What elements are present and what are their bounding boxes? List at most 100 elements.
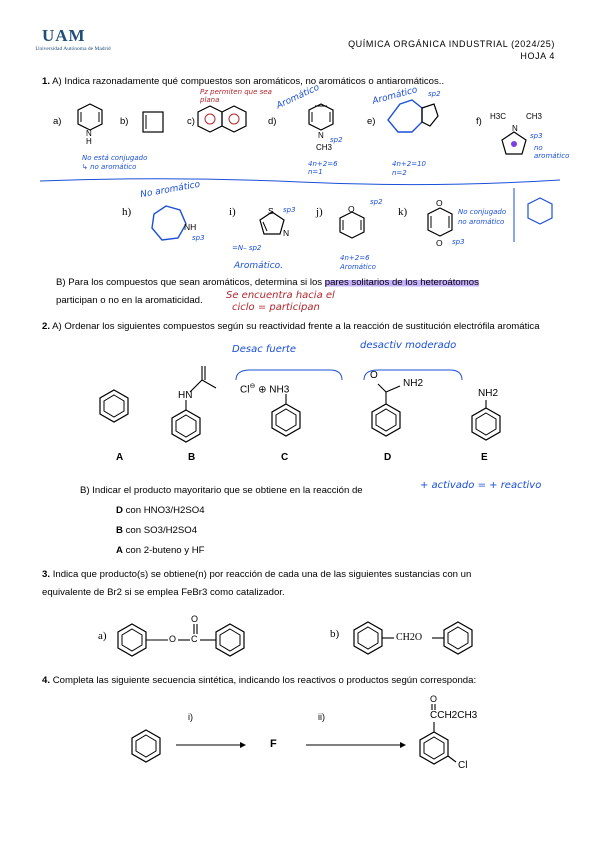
- k-o1: O: [436, 198, 443, 208]
- compound-e-structure: [471, 400, 501, 441]
- uam-logo: UAM: [42, 26, 86, 45]
- h-nh: NH: [184, 222, 197, 232]
- j-calc2: Aromático: [340, 263, 376, 271]
- structure-d: [308, 103, 334, 131]
- sheet-number: HOJA 4: [520, 51, 555, 61]
- structure-h: [151, 205, 187, 241]
- q1-partB: B) Para los compuestos que sean aromátic…: [56, 277, 479, 288]
- e-calc2: n=2: [392, 169, 407, 177]
- compound-d-structure: [371, 383, 401, 437]
- c-note: Pz permiten que sea plana: [200, 88, 272, 104]
- d-sp2: sp2: [330, 136, 343, 144]
- e-calc: 4n+2=10: [392, 160, 426, 168]
- q1-label-j: j): [316, 206, 323, 218]
- structure-i: [259, 211, 285, 235]
- q3-statement: 3. Indica que producto(s) se obtiene(n) …: [42, 569, 472, 580]
- reaction-3: A con 2-buteno y HF: [116, 545, 205, 556]
- f-h3c: H3C: [490, 112, 507, 121]
- compound-a-structure: [99, 389, 129, 423]
- compound-b-label: B: [188, 452, 196, 463]
- j-o: O: [348, 204, 355, 214]
- a-note2: ↳ no aromático: [82, 163, 137, 171]
- e-sp: sp2: [428, 90, 441, 98]
- structure-k: [427, 207, 453, 237]
- q4-intermediate: F: [270, 738, 277, 750]
- q3-label-b: b): [330, 628, 340, 640]
- q3-b-group: CH2O: [396, 632, 423, 643]
- b-answer1: Se encuentra hacia el: [226, 290, 335, 301]
- q3-a-o2: O: [191, 614, 199, 624]
- compound-e-label: E: [481, 452, 488, 463]
- k-note2: no aromático: [458, 218, 505, 226]
- q4-product-cl: Cl: [458, 760, 468, 771]
- b-hn: HN: [178, 390, 193, 401]
- k-note1: No conjugado: [458, 208, 507, 216]
- q4-product-side: CCH2CH3: [430, 710, 478, 721]
- structure-c: [197, 105, 247, 133]
- f-ch3: CH3: [526, 112, 543, 121]
- d-calc2: n=1: [308, 168, 323, 176]
- i-n: N: [283, 228, 290, 238]
- b-answer2: ciclo = participan: [232, 302, 320, 313]
- q4-arrow-2: [306, 742, 406, 748]
- i-arom: Aromático.: [234, 261, 283, 271]
- q1-partB-line2: participan o no en la aromaticidad.: [56, 295, 203, 306]
- q3-a-c: C: [191, 634, 198, 644]
- i-sp: sp3: [283, 206, 296, 214]
- i-s: S: [268, 206, 274, 216]
- q4-benzene: [131, 729, 161, 763]
- d-ch3: CH3: [316, 143, 333, 152]
- q3-label-a: a): [98, 630, 107, 642]
- structure-j: [339, 211, 365, 239]
- k-resonance-sketch: [513, 188, 553, 242]
- compound-b-structure: [171, 366, 217, 443]
- compound-a-label: A: [116, 452, 124, 463]
- q1-statement: 1. A) Indica razonadamente qué compuesto…: [42, 76, 445, 87]
- reaction-1: D con HNO3/H2SO4: [116, 505, 205, 516]
- h-sp: sp3: [192, 234, 205, 242]
- d-n: N: [318, 131, 324, 140]
- q2-partB-note: + activado = + reactivo: [420, 480, 542, 491]
- q1-label-b: b): [120, 116, 129, 127]
- structure-f: [501, 131, 527, 155]
- q1-label-h: h): [122, 206, 132, 218]
- course-title: QUÍMICA ORGÁNICA INDUSTRIAL (2024/25): [348, 39, 555, 49]
- structure-e: [387, 99, 439, 133]
- compound-c-label: C: [281, 452, 289, 463]
- i-nnote: =N– sp2: [232, 244, 262, 252]
- q3-a-o: O: [169, 634, 177, 644]
- q1-label-c: c): [187, 116, 195, 127]
- q4-product-o: O: [430, 694, 438, 704]
- k-o2: O: [436, 238, 443, 248]
- q1-label-d: d): [268, 116, 277, 127]
- j-calc: 4n+2=6: [340, 254, 370, 262]
- q3-structure-b: [353, 621, 473, 655]
- c-cl: Cl⊖ ⊕ NH3: [240, 383, 290, 396]
- compound-d-label: D: [384, 452, 392, 463]
- d-o: O: [370, 370, 378, 381]
- a-note1: No está conjugado: [82, 154, 148, 162]
- f-n: N: [512, 124, 518, 133]
- c-annot: Desac fuerte: [232, 344, 297, 355]
- q3-structure-a: [117, 623, 245, 657]
- q4-statement: 4. Completa las siguiente secuencia sint…: [42, 675, 477, 686]
- structure-a: [77, 103, 103, 131]
- j-sp: sp2: [370, 198, 383, 206]
- reaction-2: B con SO3/H2SO4: [116, 525, 198, 536]
- f-note: no aromático: [534, 144, 570, 160]
- q1-label-e: e): [367, 116, 376, 127]
- bracket-sketches: [235, 369, 463, 381]
- d-calc: 4n+2=6: [308, 160, 338, 168]
- f-sp: sp3: [530, 132, 543, 140]
- structure-b: [142, 111, 164, 133]
- q1-label-i: i): [229, 206, 236, 218]
- q1-label-k: k): [398, 206, 408, 218]
- q4-step2: ii): [318, 712, 325, 722]
- q2-partB: B) Indicar el producto mayoritario que s…: [80, 485, 363, 496]
- k-sp: sp3: [452, 238, 465, 246]
- q1-label-f: f): [476, 116, 482, 127]
- d-nh2: NH2: [403, 378, 424, 389]
- compound-c-structure: [271, 394, 301, 437]
- a-n: N: [86, 129, 92, 138]
- e-nh2: NH2: [478, 388, 499, 399]
